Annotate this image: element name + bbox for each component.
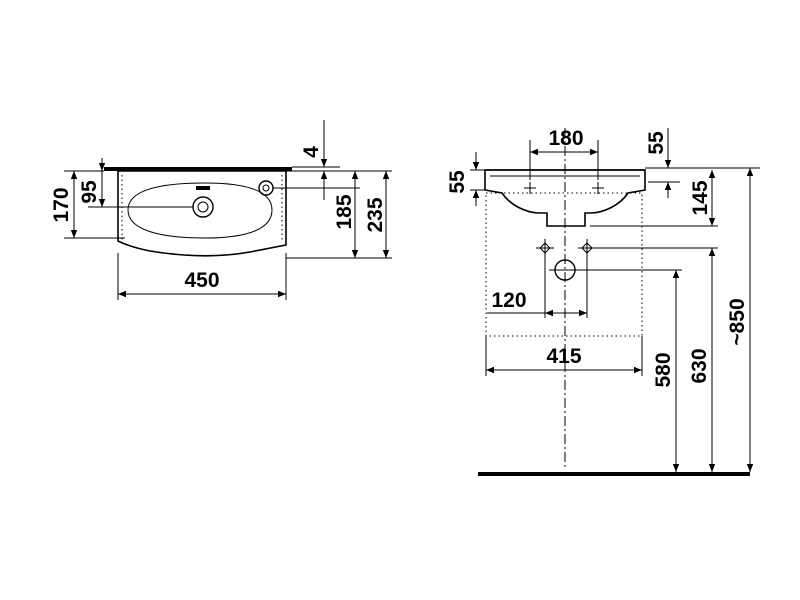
supply-left-icon [536,239,554,257]
dim-180: 180 [548,127,583,150]
dim-95: 95 [78,180,101,204]
dim-55-left: 55 [446,170,469,194]
dim-185: 185 [333,194,356,229]
tap-hole [258,180,274,196]
floor-line [478,472,750,476]
top-view: 170 95 4 185 235 450 [50,120,392,300]
drain-outer [192,196,214,218]
dim-145: 145 [689,180,712,215]
basin-front [484,169,646,227]
supply-right-icon [578,239,596,257]
drain-inner [197,201,209,213]
dim-850: ~850 [726,298,749,345]
dim-55-right: 55 [645,131,668,155]
basin-outline [117,170,287,257]
dim-235: 235 [364,197,387,232]
overflow-slot [196,186,210,190]
dim-580: 580 [652,352,675,387]
dim-415: 415 [546,345,581,368]
dim-630: 630 [688,348,711,383]
tap-mark-right [592,182,604,194]
install-frame [485,192,643,337]
tap-mark-left [524,182,536,194]
dim-4: 4 [300,146,323,158]
dim-450: 450 [184,269,219,292]
dim-120: 120 [491,289,526,312]
dim-170: 170 [50,187,73,222]
front-view: 180 55 55 145 120 415 580 630 ~850 [446,127,760,476]
bowl-inner [127,182,273,239]
wall-line [104,167,292,171]
